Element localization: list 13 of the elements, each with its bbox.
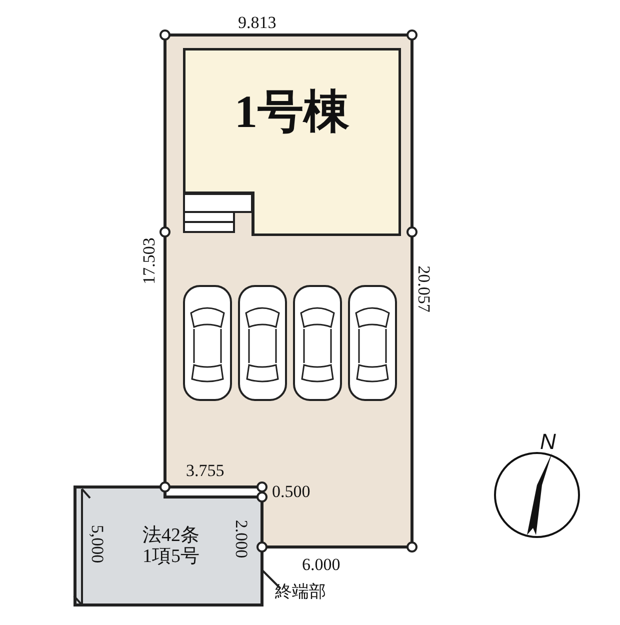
dimension-label: 9.813 xyxy=(238,14,276,32)
dimension-label: 3.755 xyxy=(186,462,224,480)
dimension-label: 0.500 xyxy=(272,483,310,501)
dimension-label: 20.057 xyxy=(414,266,432,312)
leader-line xyxy=(261,569,281,589)
dimension-label: 2.000 xyxy=(232,520,250,558)
building-label: 1号棟 xyxy=(234,88,350,136)
dimension-label: 17.503 xyxy=(140,238,158,284)
dimension-label: 5,000 xyxy=(88,524,106,564)
dimension-label: 6.000 xyxy=(302,556,340,574)
terminal-label: 終端部 xyxy=(275,582,326,601)
road-label: 法42条 1項5号 xyxy=(142,525,200,567)
north-label: N xyxy=(540,430,556,454)
